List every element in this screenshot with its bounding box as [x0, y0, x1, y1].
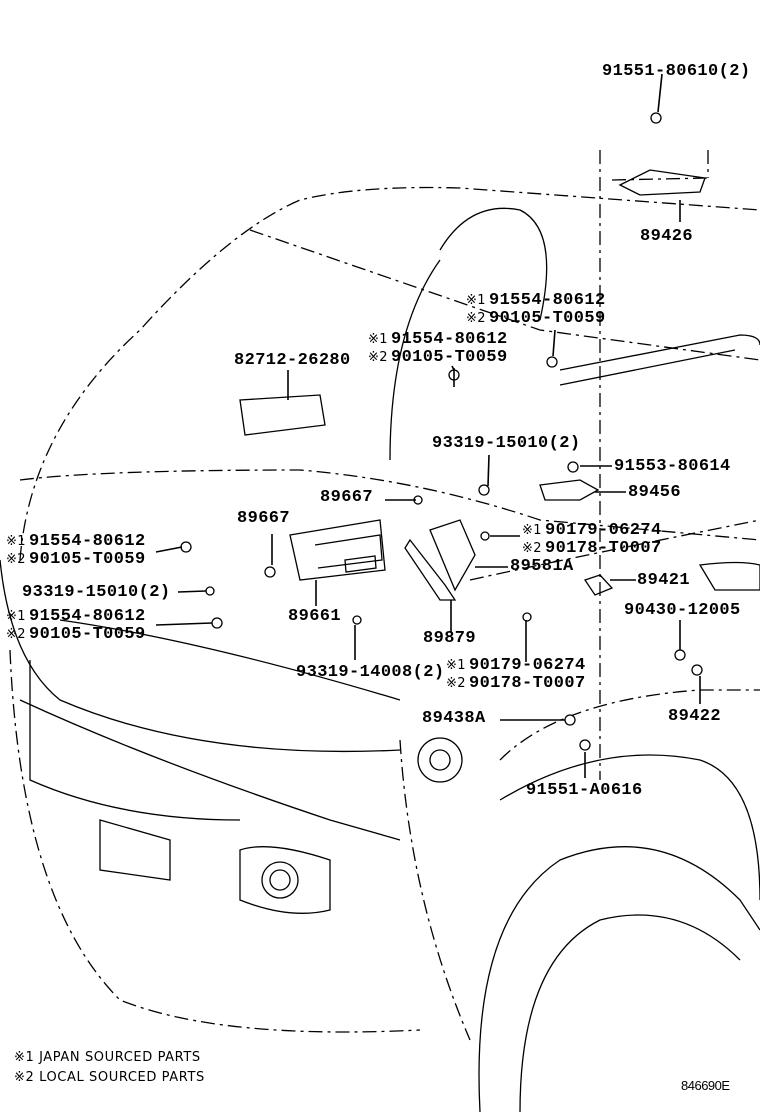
fasteners	[180, 112, 703, 751]
part-label-93319-14008[interactable]: 93319-14008(2)	[296, 663, 445, 682]
footnote-japan-sourced: ※1 JAPAN SOURCED PARTS	[14, 1050, 201, 1065]
part-label-89581A[interactable]: 89581A	[510, 557, 574, 576]
part-label-89661[interactable]: 89661	[288, 607, 342, 626]
part-label-89667[interactable]: 89667	[237, 509, 291, 528]
van-body-lines	[0, 169, 760, 1112]
part-label-93319-15010[interactable]: 93319-15010(2)	[22, 583, 171, 602]
illustration-code: 846690E	[681, 1078, 730, 1093]
part-label-89667[interactable]: 89667	[320, 488, 374, 507]
footnote-local-sourced: ※2 LOCAL SOURCED PARTS	[14, 1070, 205, 1085]
part-label-89421[interactable]: 89421	[637, 571, 691, 590]
leader-lines	[155, 73, 701, 778]
part-label-89422[interactable]: 89422	[668, 707, 722, 726]
part-label-90430-12005[interactable]: 90430-12005	[624, 601, 741, 620]
part-label-89438A[interactable]: 89438A	[422, 709, 486, 728]
part-label-91551-A0616[interactable]: 91551-A0616	[526, 781, 643, 800]
van-body-outline	[9, 150, 760, 1041]
part-label-82712-26280[interactable]: 82712-26280	[234, 351, 351, 370]
part-label-91553-80614[interactable]: 91553-80614	[614, 457, 731, 476]
part-label-89426[interactable]: 89426	[640, 227, 694, 246]
part-label-93319-15010[interactable]: 93319-15010(2)	[432, 434, 581, 453]
part-label-91551-80610[interactable]: 91551-80610(2)	[602, 62, 751, 81]
part-label-89456[interactable]: 89456	[628, 483, 682, 502]
part-label-89879[interactable]: 89879	[423, 629, 477, 648]
